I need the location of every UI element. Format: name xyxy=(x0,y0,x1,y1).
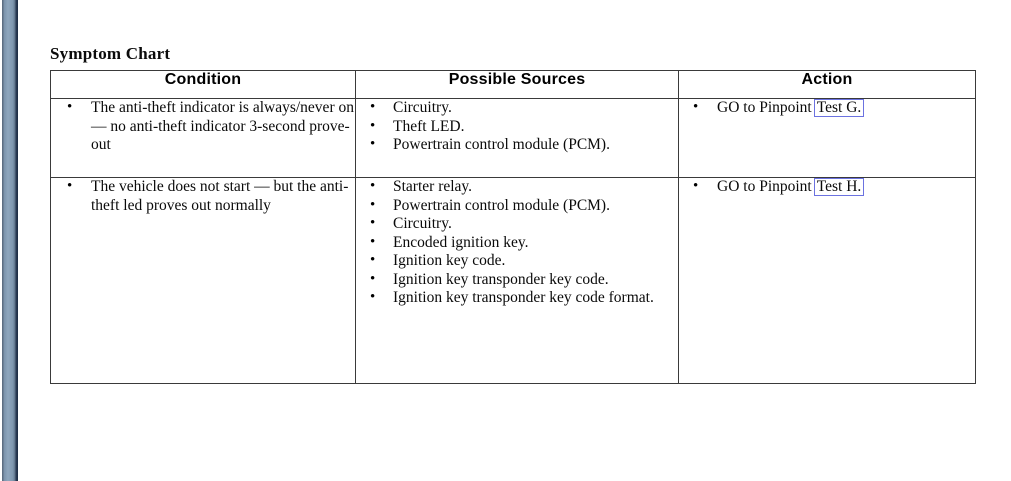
list-item: The anti-theft indicator is always/never… xyxy=(51,98,355,155)
possible-sources-list: Circuitry. Theft LED. Powertrain control… xyxy=(356,98,678,155)
column-header-condition: Condition xyxy=(50,70,356,99)
pinpoint-test-link[interactable]: Test G. xyxy=(813,99,865,117)
pinpoint-test-link[interactable]: Test H. xyxy=(813,178,865,196)
cell-possible-sources: Circuitry. Theft LED. Powertrain control… xyxy=(355,98,679,178)
column-header-possible-sources: Possible Sources xyxy=(355,70,679,99)
table-row: The vehicle does not start — but the ant… xyxy=(50,177,976,384)
column-header-action: Action xyxy=(678,70,976,99)
list-item: Powertrain control module (PCM). xyxy=(356,196,678,216)
table-header: Condition Possible Sources Action xyxy=(50,70,976,99)
cell-condition: The anti-theft indicator is always/never… xyxy=(50,98,356,178)
list-item: Circuitry. xyxy=(356,98,678,118)
list-item: Ignition key transponder key code format… xyxy=(356,288,678,308)
action-text: GO to Pinpoint xyxy=(717,99,812,116)
condition-list: The vehicle does not start — but the ant… xyxy=(51,177,355,215)
list-item: Ignition key transponder key code. xyxy=(356,270,678,290)
list-item: Circuitry. xyxy=(356,214,678,234)
table-row: The anti-theft indicator is always/never… xyxy=(50,98,976,178)
left-edge-scroll-bar[interactable] xyxy=(2,0,18,481)
possible-sources-list: Starter relay. Powertrain control module… xyxy=(356,177,678,308)
cell-possible-sources: Starter relay. Powertrain control module… xyxy=(355,177,679,384)
action-text: GO to Pinpoint xyxy=(717,178,812,195)
cell-condition: The vehicle does not start — but the ant… xyxy=(50,177,356,384)
list-item: The vehicle does not start — but the ant… xyxy=(51,177,355,215)
table-body: The anti-theft indicator is always/never… xyxy=(50,98,976,384)
page-title: Symptom Chart xyxy=(50,44,171,63)
list-item: Theft LED. xyxy=(356,117,678,137)
list-item: Encoded ignition key. xyxy=(356,233,678,253)
list-item: Starter relay. xyxy=(356,177,678,197)
table-header-row: Condition Possible Sources Action xyxy=(50,70,976,99)
list-item: Ignition key code. xyxy=(356,251,678,271)
symptom-chart-table: Condition Possible Sources Action The an… xyxy=(50,70,976,384)
list-item: Powertrain control module (PCM). xyxy=(356,135,678,155)
condition-list: The anti-theft indicator is always/never… xyxy=(51,98,355,155)
